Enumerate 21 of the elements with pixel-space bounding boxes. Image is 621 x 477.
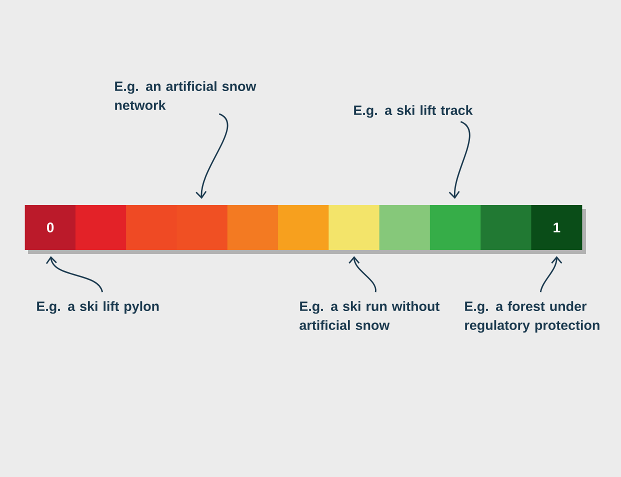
caption-text: E.g. a ski run without artificial snow [300, 301, 440, 330]
scale-segment [126, 204, 178, 250]
scale-segment: 0 [24, 204, 76, 250]
caption-text: E.g. a ski lift pylon [37, 301, 159, 314]
curved-arrow [196, 113, 228, 199]
caption-text: E.g. an artificial snow network [115, 81, 256, 110]
curved-arrow [46, 256, 103, 292]
scale-segment: 1 [531, 204, 582, 250]
caption-text: E.g. a forest under regulatory protection [465, 301, 600, 333]
caption-text: E.g. a ski lift track [354, 105, 473, 118]
curved-arrow [348, 256, 376, 292]
scale-segment [176, 204, 228, 250]
scale-segment [227, 204, 278, 250]
scale-segment [379, 204, 430, 250]
scale-segment [278, 204, 329, 250]
scale-segment [480, 204, 532, 250]
curved-arrow [448, 121, 470, 199]
scale-segment [76, 204, 126, 250]
scale-segment [328, 204, 380, 250]
curved-arrow [540, 256, 562, 292]
scale-segment [430, 204, 481, 250]
